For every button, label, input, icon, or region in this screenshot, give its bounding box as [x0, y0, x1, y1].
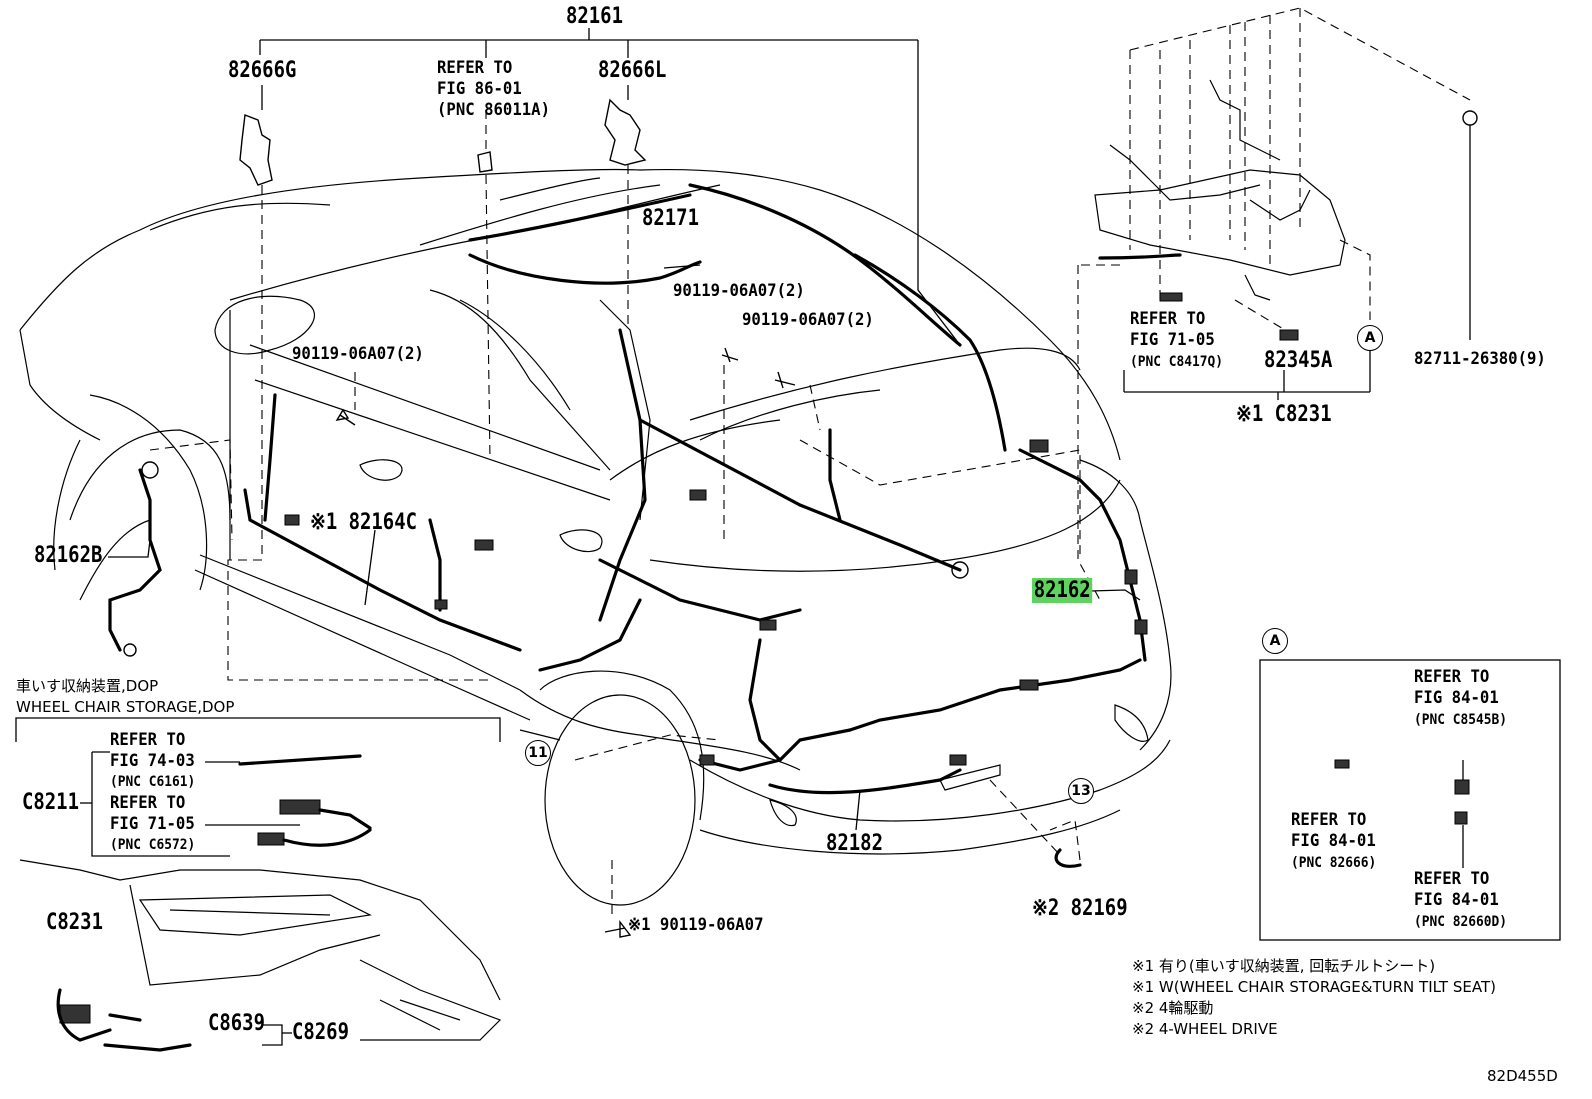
part-number-82666l[interactable]: 82666L — [598, 58, 667, 83]
wheelchair-label-en: WHEEL CHAIR STORAGE,DOP — [16, 698, 235, 716]
part-number-c8231-top[interactable]: ※1 C8231 — [1236, 402, 1332, 427]
part-number-82162[interactable]: 82162 — [1032, 578, 1093, 603]
callout-11[interactable]: 11 — [525, 740, 551, 766]
ref-line-2: FIG 71-05 — [110, 814, 195, 834]
part-number-90119-b[interactable]: 90119-06A07(2) — [742, 310, 874, 330]
ref-line-1: REFER TO — [110, 793, 186, 813]
part-number-82345a[interactable]: 82345A — [1264, 348, 1333, 373]
part-number-c8211[interactable]: C8211 — [22, 790, 79, 815]
part-number-82169[interactable]: ※2 82169 — [1032, 896, 1128, 921]
part-number-82182[interactable]: 82182 — [826, 831, 883, 856]
ref-line-2: FIG 71-05 — [1130, 330, 1215, 350]
part-number-82666g[interactable]: 82666G — [228, 58, 297, 83]
callout-13[interactable]: 13 — [1068, 778, 1094, 804]
ref-line-1: REFER TO — [1414, 667, 1490, 687]
part-number-c8231-bottom[interactable]: C8231 — [46, 910, 103, 935]
part-number-82164c[interactable]: ※1 82164C — [310, 510, 417, 535]
wheelchair-label-jp: 車いす収納装置,DOP — [16, 677, 159, 695]
top-brackets — [239, 98, 647, 186]
part-number-90119-c[interactable]: 90119-06A07(2) — [292, 344, 424, 364]
callout-a-inset[interactable]: A — [1262, 628, 1288, 654]
ref-line-1: REFER TO — [1130, 309, 1206, 329]
part-number-82162b[interactable]: 82162B — [34, 543, 103, 568]
ref-line-3: (PNC C6572) — [110, 837, 196, 853]
part-number-82711[interactable]: 82711-26380(9) — [1414, 349, 1546, 369]
highlighted-part-82162[interactable]: 82162 — [1032, 578, 1093, 603]
ref-line-1: REFER TO — [110, 730, 186, 750]
upper-right-module — [1094, 79, 1346, 301]
ref-line-2: FIG 84-01 — [1414, 890, 1499, 910]
part-number-c8639[interactable]: C8639 — [208, 1011, 265, 1036]
figure-id: 82D455D — [1487, 1067, 1558, 1085]
wire-harness-lines — [108, 183, 1182, 868]
footnote-1-en: ※1 W(WHEEL CHAIR STORAGE&TURN TILT SEAT) — [1132, 978, 1496, 996]
wheelchair-storage-module — [19, 754, 502, 1052]
ref-line-1: REFER TO — [437, 58, 513, 78]
footnote-2-jp: ※2 4輪駆動 — [1132, 999, 1214, 1017]
ref-line-1: REFER TO — [1414, 869, 1490, 889]
ref-line-3: (PNC C6161) — [110, 774, 196, 790]
ref-line-2: FIG 84-01 — [1291, 831, 1376, 851]
ref-line-2: FIG 84-01 — [1414, 688, 1499, 708]
footnote-2-en: ※2 4-WHEEL DRIVE — [1132, 1020, 1278, 1038]
part-number-90119-a[interactable]: 90119-06A07(2) — [673, 281, 805, 301]
part-number-c8269[interactable]: C8269 — [292, 1020, 349, 1045]
ref-line-3: (PNC 86011A) — [437, 100, 551, 120]
vehicle-body-outline — [19, 168, 1172, 906]
ref-line-3: (PNC C8417Q) — [1130, 354, 1224, 370]
part-number-90119-d[interactable]: ※1 90119-06A07 — [628, 915, 764, 935]
ref-line-2: FIG 74-03 — [110, 751, 195, 771]
connectors — [123, 110, 1478, 825]
footnote-1-jp: ※1 有り(車いす収納装置, 回転チルトシート) — [1132, 957, 1436, 975]
ref-line-1: REFER TO — [1291, 810, 1367, 830]
part-number-82171[interactable]: 82171 — [642, 206, 699, 231]
ref-line-2: FIG 86-01 — [437, 79, 522, 99]
part-number-82161[interactable]: 82161 — [566, 4, 623, 29]
bolts — [335, 347, 796, 938]
ref-line-3: (PNC 82666) — [1291, 855, 1377, 871]
ref-line-3: (PNC 82660D) — [1414, 914, 1508, 930]
ref-line-3: (PNC C8545B) — [1414, 712, 1508, 728]
callout-a-upper[interactable]: A — [1357, 325, 1383, 351]
dashed-lines — [149, 7, 1471, 920]
leader-lines — [15, 28, 1561, 1046]
